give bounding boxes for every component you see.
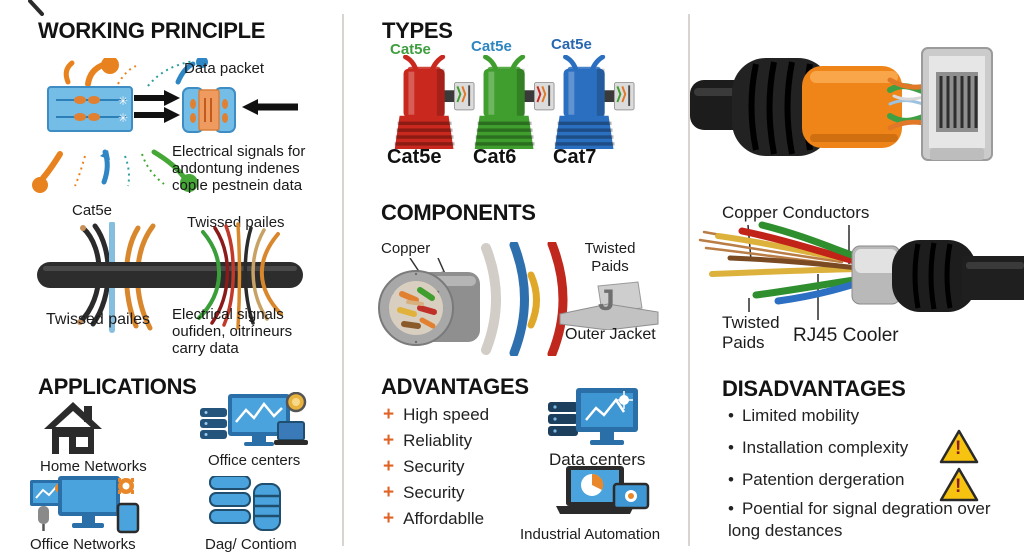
- label-line: Paids: [722, 333, 765, 352]
- caption-line: cople pestnein data: [172, 177, 303, 194]
- advantage-text: Affordablle: [403, 509, 485, 528]
- caption-line: carry data: [172, 340, 239, 357]
- twisted-paids-components-label: Twisted Paids: [578, 240, 642, 276]
- plus-icon: +: [383, 430, 395, 451]
- plus-icon: +: [383, 404, 395, 425]
- twisted-paids-cable-label: Twisted Paids: [722, 313, 780, 353]
- advantage-item: + High speed: [383, 404, 489, 426]
- label-line: Twisted: [584, 240, 636, 257]
- types-title: TYPES: [382, 18, 453, 43]
- advantage-item: + Security: [383, 482, 465, 504]
- type-top-label-1: Cat5e: [390, 41, 431, 58]
- advantage-item: + Reliablity: [383, 430, 472, 452]
- data-packet-label: Data packet: [184, 60, 265, 77]
- office-servers-icon: [200, 392, 308, 446]
- label-line: Twisted: [722, 313, 780, 332]
- cable-section-caption: Electrical signals oufiden, oitríneurs c…: [172, 306, 292, 357]
- plus-icon: +: [383, 508, 395, 529]
- outer-jacket-bracket-icon: [559, 281, 659, 330]
- applications-title: APPLICATIONS: [38, 374, 197, 399]
- warning-exclamation: !: [955, 476, 962, 497]
- cat5e-wire-label: Cat5e: [72, 202, 113, 219]
- disadvantages-title: DISADVANTAGES: [722, 376, 906, 401]
- working-principle-diagram: ✳ ✳: [32, 58, 298, 193]
- bullet-icon: •: [728, 470, 734, 489]
- application-label-dag-contiom: Dag/ Contiom: [205, 536, 297, 553]
- working-principle-caption: Electrical signals for andontung indenes…: [172, 143, 305, 194]
- advantage-item: + Security: [383, 456, 465, 478]
- outer-jacket-label: Outer Jacket: [565, 326, 656, 343]
- disadvantage-text: Poential for signal degration over long …: [728, 499, 991, 540]
- advantage-text: Security: [403, 483, 465, 502]
- type-name-cat6: Cat6: [473, 146, 517, 168]
- plus-icon: +: [383, 456, 395, 477]
- callout-label-data-centers: Data centers: [549, 450, 646, 469]
- disadvantage-item: • Limited mobility: [728, 406, 859, 426]
- working-principle-title: WORKING PRINCIPLE: [38, 18, 266, 43]
- advantage-item: + Affordablle: [383, 508, 484, 530]
- type-name-cat7: Cat7: [553, 146, 597, 168]
- bullet-icon: •: [728, 499, 734, 518]
- warning-icon: [939, 467, 979, 502]
- components-title: COMPONENTS: [381, 200, 536, 225]
- svg-text:✳: ✳: [118, 94, 128, 108]
- ethernet-cable-photo: [690, 47, 993, 161]
- cat6-connector-graphic: [474, 55, 555, 150]
- disadvantage-item: • Patention dergeration: [728, 470, 905, 490]
- callout-label-industrial-automation: Industrial Automation: [520, 526, 661, 543]
- column-divider-right: [688, 14, 690, 546]
- cat7-connector-graphic: [554, 55, 635, 150]
- copper-conductors-label: Copper Conductors: [722, 203, 870, 222]
- advantage-text: Reliablity: [403, 431, 473, 450]
- copper-label: Copper: [381, 240, 431, 257]
- type-name-cat5e: Cat5e: [387, 146, 442, 168]
- caption-line: Electrical signals for: [172, 143, 306, 160]
- house-icon: [44, 402, 102, 454]
- warning-icon: [939, 429, 979, 464]
- shield-layers-arcs: [481, 242, 568, 356]
- computers-icon: [30, 476, 140, 534]
- application-label-home-networks: Home Networks: [40, 458, 147, 475]
- database-icon: [209, 476, 281, 531]
- plus-icon: +: [383, 482, 395, 503]
- caption-line: oufiden, oitríneurs: [172, 323, 293, 340]
- bullet-icon: •: [728, 406, 734, 425]
- rj45-label: RJ45 Cooler: [793, 325, 899, 346]
- disadvantage-item: •Poential for signal degration over long…: [728, 498, 1008, 542]
- bracket-j-glyph: J: [598, 284, 615, 317]
- disadvantage-text: Installation complexity: [741, 438, 909, 457]
- cat5e-connector-graphic: [394, 55, 475, 150]
- data-centers-icon: [548, 388, 638, 445]
- bullet-icon: •: [728, 438, 734, 457]
- disadvantage-item: • Installation complexity: [728, 438, 908, 458]
- disadvantage-text: Limited mobility: [741, 406, 860, 425]
- label-line: Paids: [591, 258, 629, 275]
- advantage-text: High speed: [403, 405, 490, 424]
- advantage-text: Security: [403, 457, 465, 476]
- cable-cross-section-diagram: [37, 222, 303, 333]
- type-top-label-3: Cat5e: [551, 36, 592, 53]
- column-divider-left: [342, 14, 344, 546]
- twisted-pairs-bottom-label: Twissed pailes: [46, 311, 151, 328]
- industrial-automation-icon: [556, 466, 650, 514]
- stripped-cable-diagram: [698, 221, 1024, 320]
- application-label-office-centers: Office centers: [208, 452, 301, 469]
- twisted-pairs-top-label: Twissed pailes: [187, 214, 285, 231]
- copper-core-graphic: [378, 258, 480, 346]
- type-top-label-2: Cat5e: [471, 38, 512, 55]
- disadvantage-text: Patention dergeration: [741, 470, 905, 489]
- caption-line: andontung indenes: [172, 160, 300, 177]
- warning-exclamation: !: [955, 438, 962, 459]
- advantages-title: ADVANTAGES: [381, 374, 529, 399]
- application-label-office-networks: Office Networks: [30, 536, 136, 553]
- svg-text:✳: ✳: [118, 111, 128, 125]
- caption-line: Electrical signals: [172, 306, 284, 323]
- stray-wire-tip: [28, 0, 44, 16]
